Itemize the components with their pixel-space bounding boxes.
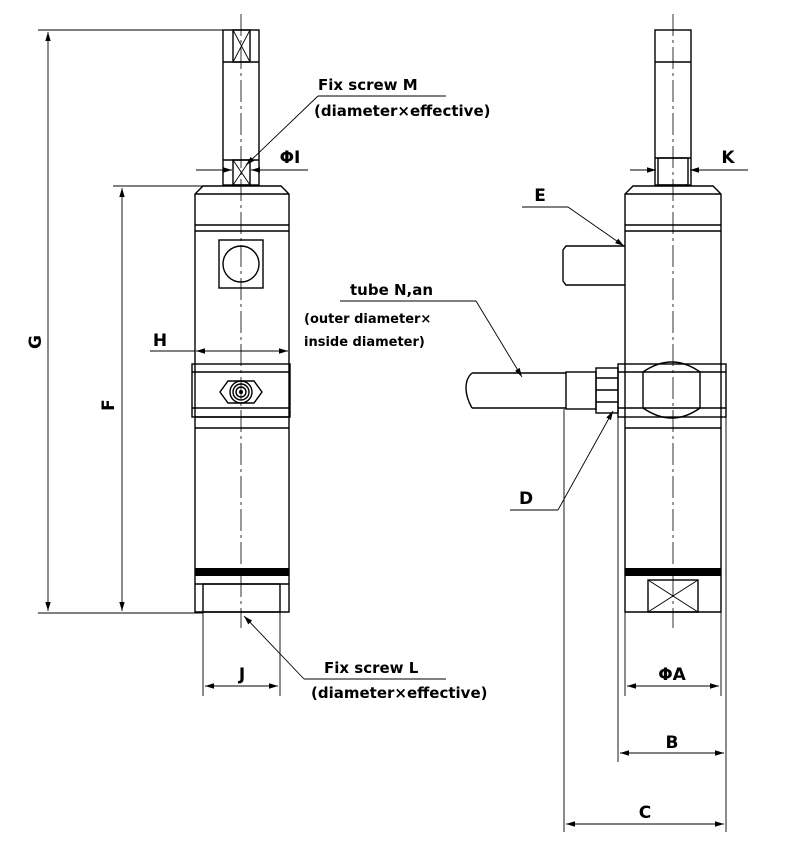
dim-phi-a-label: ΦA [658,665,686,685]
fix-screw-l-leader [243,615,305,680]
tube-break [465,372,473,409]
front-view [191,14,291,628]
dim-phi-i-label: ΦI [280,148,301,168]
fix-screw-m-leader [245,95,319,166]
fix-screw-m-title: Fix screw M [318,76,418,94]
tube-sub1: (outer diameter× [304,312,431,327]
bottom-spigot [202,583,281,613]
body-outline [194,185,290,613]
dim-k-label: K [721,148,735,168]
front-dimensions: G F H ΦI Fix screw M (diameter×effective… [26,29,490,702]
tube-leader [475,300,523,378]
dim-d-label: D [519,489,533,509]
tube [472,372,566,409]
dim-j-label: J [238,665,245,685]
clamp-lobe [642,361,701,419]
shaft-bottom-flat [232,159,251,186]
hex-fitting [219,380,263,404]
bottom-band [195,568,289,576]
side-bottom-band [625,568,721,576]
fix-screw-m-sub: (diameter×effective) [314,102,490,120]
side-view [465,14,727,628]
d-leader [557,410,614,511]
tube-title: tube N,an [350,281,433,299]
side-dimensions: K E tube N,an (outer diameter× inside di… [304,148,748,832]
dim-g-label: G [26,335,46,349]
fix-screw-l-sub: (diameter×effective) [311,684,487,702]
dim-f-label: F [99,399,119,411]
dim-b-label: B [666,733,679,753]
shaft-top-flat [232,29,251,63]
dim-e-label: E [534,186,546,206]
side-window-block [562,245,625,286]
tube-nut [565,371,597,410]
tube-sub2: inside diameter) [304,335,425,350]
fix-screw-l-title: Fix screw L [324,659,419,677]
e-leader [567,206,625,247]
dim-h-label: H [153,331,167,351]
dim-c-label: C [639,803,651,823]
